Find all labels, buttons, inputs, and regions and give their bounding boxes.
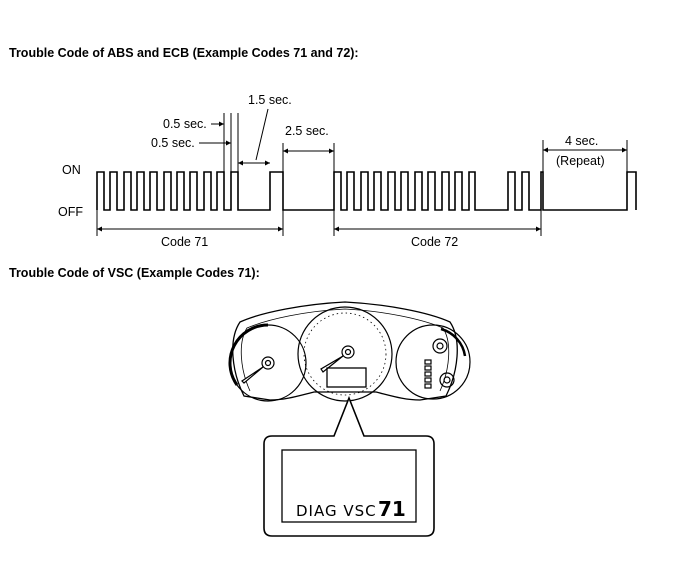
abs-ecb-heading: Trouble Code of ABS and ECB (Example Cod… (9, 46, 359, 60)
timing-diagram: ON OFF 0.5 sec. 0.5 sec. 1.5 sec. 2.5 se… (58, 93, 637, 249)
label-code-71: Code 71 (161, 235, 208, 249)
right-gauges (395, 324, 471, 400)
display-diag-text: DIAG VSC (296, 502, 377, 520)
label-0-5-sec-lower: 0.5 sec. (151, 136, 195, 150)
pulse-waveform (96, 171, 637, 211)
left-gauge (228, 323, 307, 402)
instrument-cluster: DIAG VSC 71 (228, 301, 471, 537)
label-0-5-sec-upper: 0.5 sec. (163, 117, 207, 131)
on-label: ON (62, 163, 81, 177)
center-speedometer (297, 306, 393, 402)
label-1-5-sec: 1.5 sec. (248, 93, 292, 107)
display-callout: DIAG VSC 71 (263, 395, 435, 537)
label-4-sec: 4 sec. (565, 134, 598, 148)
display-code-71: 71 (378, 497, 406, 521)
label-code-72: Code 72 (411, 235, 458, 249)
off-label: OFF (58, 205, 83, 219)
label-2-5-sec: 2.5 sec. (285, 124, 329, 138)
label-repeat: (Repeat) (556, 154, 605, 168)
vsc-heading: Trouble Code of VSC (Example Codes 71): (9, 266, 260, 280)
